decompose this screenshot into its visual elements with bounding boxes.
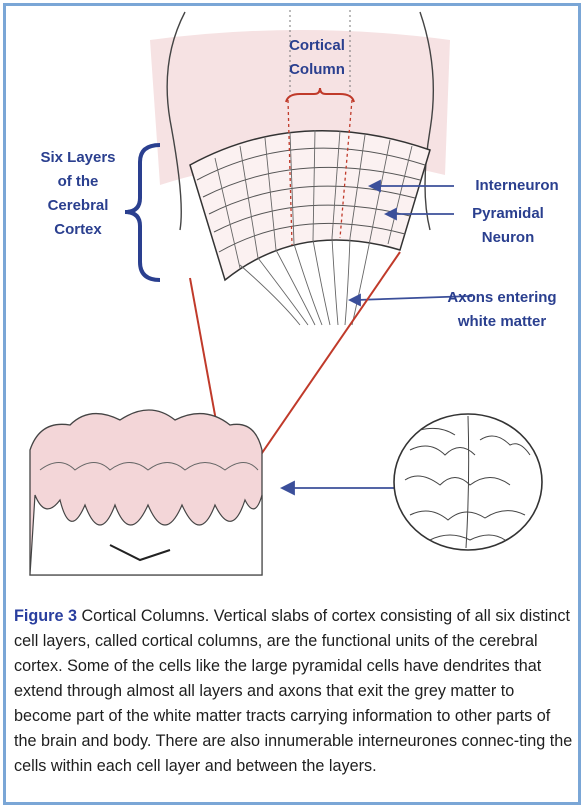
- interneuron-label: Interneuron: [452, 174, 582, 198]
- six-layers-brace: [125, 145, 160, 280]
- caption-text: Cortical Columns. Vertical slabs of cort…: [14, 607, 572, 775]
- axons-label: Axons entering white matter: [432, 286, 572, 334]
- figure-caption: Figure 3 Cortical Columns. Vertical slab…: [14, 604, 574, 779]
- pyramidal-neuron-label: Pyramidal Neuron: [458, 202, 558, 250]
- six-layers-label: Six Layers of the Cerebral Cortex: [36, 146, 120, 242]
- cortical-column-label: Cortical Column: [262, 34, 372, 82]
- figure-number: Figure 3: [14, 607, 77, 625]
